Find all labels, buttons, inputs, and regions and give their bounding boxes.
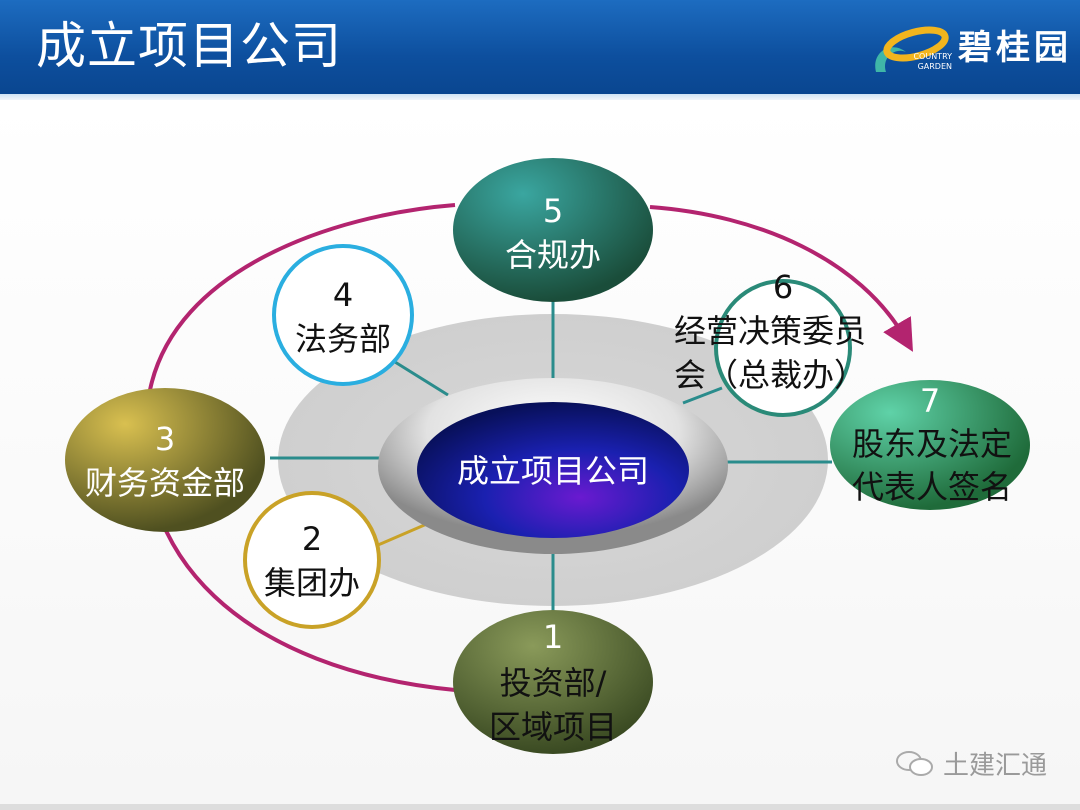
slide-title: 成立项目公司: [36, 17, 342, 75]
svg-text:区域项目: 区域项目: [489, 708, 617, 746]
node-4-legal: 4 法务部: [272, 244, 414, 386]
svg-text:2: 2: [302, 520, 322, 558]
node-1-investment: 1 投资部/ 区域项目: [453, 610, 653, 754]
svg-text:6: 6: [773, 268, 793, 306]
svg-text:会（总裁办）: 会（总裁办）: [674, 356, 866, 394]
connector-lines: [270, 300, 832, 612]
watermark-text: 土建汇通: [943, 751, 1048, 781]
watermark: 土建汇通: [895, 745, 1047, 782]
svg-text:集团办: 集团办: [264, 564, 360, 602]
header-divider: [0, 94, 1080, 100]
footer-bar: [0, 804, 1080, 810]
svg-text:投资部/: 投资部/: [500, 664, 607, 702]
svg-text:代表人签名: 代表人签名: [852, 468, 1012, 506]
country-garden-logo-icon: [875, 26, 949, 72]
svg-text:经营决策委员: 经营决策委员: [674, 312, 866, 350]
node-6-decision-committee: 6 经营决策委员 会（总裁办）: [674, 268, 866, 417]
wechat-icon: [896, 750, 933, 776]
svg-text:股东及法定: 股东及法定: [852, 425, 1012, 463]
node-5-compliance: 5 合规办: [453, 158, 653, 302]
svg-text:5: 5: [543, 192, 563, 230]
logo-brand-cn: 碧桂园: [958, 28, 1072, 68]
svg-text:1: 1: [543, 618, 563, 656]
svg-text:财务资金部: 财务资金部: [85, 464, 245, 502]
slide-header: [0, 0, 1080, 94]
svg-text:7: 7: [920, 382, 940, 420]
node-2-group-office: 2 集团办: [243, 491, 381, 629]
svg-text:4: 4: [333, 276, 353, 314]
center-label: 成立项目公司: [457, 452, 649, 490]
svg-text:3: 3: [155, 420, 175, 458]
center-node: [417, 402, 689, 538]
node-7-shareholder-signature: 7 股东及法定 代表人签名: [830, 380, 1030, 510]
svg-text:法务部: 法务部: [295, 320, 391, 358]
node-3-finance: 3 财务资金部: [65, 388, 265, 532]
svg-text:合规办: 合规办: [505, 236, 601, 274]
